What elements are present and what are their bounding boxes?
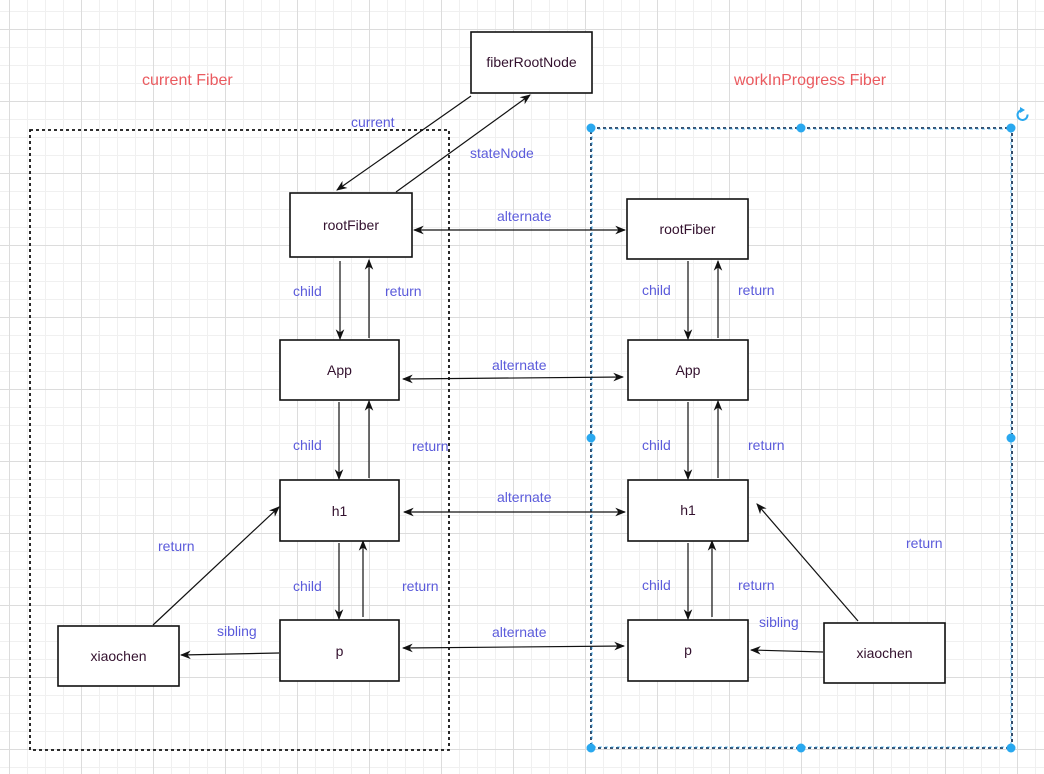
edge-label-current-root-child: child — [293, 283, 322, 299]
edge-wip-sibling — [749, 645, 824, 655]
node-wip-xiaochen[interactable]: xiaochen — [823, 622, 946, 684]
rotate-handle-icon[interactable] — [1016, 107, 1029, 121]
resize-handle-bottom-right[interactable] — [1006, 743, 1016, 753]
edge-label-wip-root-return: return — [738, 282, 775, 298]
node-label: h1 — [332, 503, 348, 519]
edge-wip-xiaochen-return — [756, 503, 859, 622]
resize-handle-top[interactable] — [796, 123, 806, 133]
node-label: rootFiber — [323, 217, 379, 233]
edge-label-current-root-return: return — [385, 283, 422, 299]
node-current-xiaochen[interactable]: xiaochen — [57, 625, 180, 687]
edge-label-current-app-child: child — [293, 437, 322, 453]
node-current-h1[interactable]: h1 — [279, 479, 400, 542]
node-label: h1 — [680, 502, 696, 518]
node-wip-p[interactable]: p — [627, 619, 749, 682]
node-label: p — [684, 642, 692, 658]
edge-label-current-sibling: sibling — [217, 623, 257, 639]
edge-label-wip-app-return: return — [748, 437, 785, 453]
node-label: rootFiber — [659, 221, 715, 237]
node-label: App — [327, 362, 352, 378]
node-current-app[interactable]: App — [279, 339, 400, 401]
edge-label-wip-xiaochen-return: return — [906, 535, 943, 551]
work-in-progress-fiber-title: workInProgress Fiber — [733, 72, 887, 89]
node-current-p[interactable]: p — [279, 619, 400, 682]
edge-label-current-h1-return: return — [402, 578, 439, 594]
resize-handle-left[interactable] — [586, 433, 596, 443]
node-current-root-fiber[interactable]: rootFiber — [289, 192, 413, 258]
edge-label-wip-app-child: child — [642, 437, 671, 453]
edge-label-alternate-h1: alternate — [497, 489, 552, 505]
node-wip-root-fiber[interactable]: rootFiber — [626, 198, 749, 260]
node-fiber-root-node[interactable]: fiberRootNode — [470, 31, 593, 94]
resize-handle-top-right[interactable] — [1006, 123, 1016, 133]
node-label: p — [336, 643, 344, 659]
edge-current-sibling — [179, 650, 280, 660]
edge-label-wip-root-child: child — [642, 282, 671, 298]
edge-label-current-app-return: return — [412, 438, 449, 454]
edge-label-wip-sibling: sibling — [759, 614, 799, 630]
resize-handle-right[interactable] — [1006, 433, 1016, 443]
edge-label-wip-h1-child: child — [642, 577, 671, 593]
node-label: xiaochen — [90, 648, 146, 664]
resize-handle-bottom[interactable] — [796, 743, 806, 753]
edge-label-current-xiaochen-return: return — [158, 538, 195, 554]
edge-label-alternate-root: alternate — [497, 208, 552, 224]
edge-label-alternate-p: alternate — [492, 624, 547, 640]
edge-label-wip-h1-return: return — [738, 577, 775, 593]
edge-alternate-p — [401, 641, 626, 653]
edge-label-current-h1-child: child — [293, 578, 322, 594]
edge-current — [336, 95, 472, 191]
edge-label-alternate-app: alternate — [492, 357, 547, 373]
edge-current-xiaochen-return — [152, 506, 280, 626]
edge-label-state-node: stateNode — [470, 145, 534, 161]
node-label: App — [676, 362, 701, 378]
node-label: xiaochen — [856, 645, 912, 661]
node-label: fiberRootNode — [486, 54, 576, 70]
node-wip-h1[interactable]: h1 — [627, 479, 749, 542]
current-fiber-title: current Fiber — [142, 72, 233, 89]
edge-label-current: current — [351, 114, 395, 130]
edge-alternate-app — [401, 372, 625, 384]
resize-handle-top-left[interactable] — [586, 123, 596, 133]
current-fiber-frame[interactable] — [29, 129, 450, 751]
resize-handle-bottom-left[interactable] — [586, 743, 596, 753]
node-wip-app[interactable]: App — [627, 339, 749, 401]
edge-state-node — [395, 94, 531, 193]
